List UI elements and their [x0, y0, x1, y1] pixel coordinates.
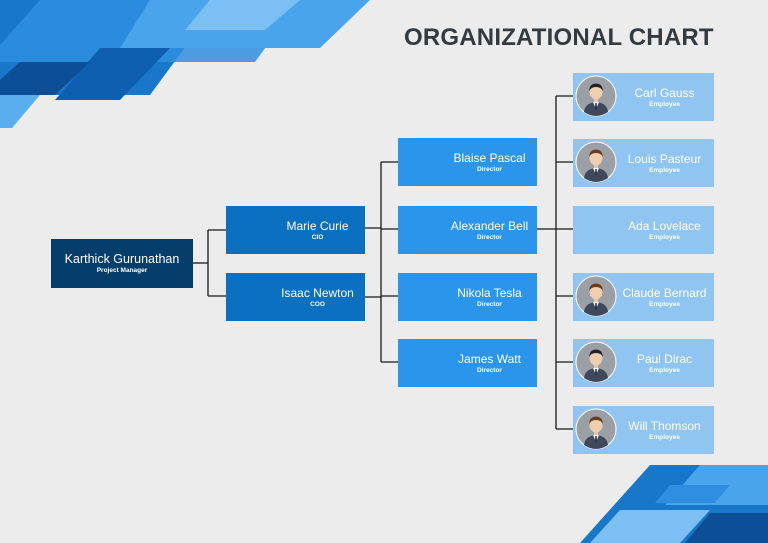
node-employee-louis-pasteur[interactable]: Louis Pasteur Employee [573, 139, 714, 187]
node-role: Employee [649, 300, 680, 308]
node-name: Blaise Pascal [453, 150, 526, 165]
node-name: James Watt [458, 351, 521, 366]
person-avatar-icon [575, 75, 617, 117]
node-role: Employee [649, 433, 680, 441]
node-name: Karthick Gurunathan [64, 252, 180, 266]
node-role: CIO [311, 233, 324, 241]
node-role: Director [477, 233, 502, 241]
person-avatar-icon [575, 341, 617, 383]
node-name: Marie Curie [286, 218, 349, 233]
node-executive-isaac-newton[interactable]: Isaac Newton COO [226, 273, 365, 321]
node-director-blaise-pascal[interactable]: Blaise Pascal Director [398, 138, 537, 186]
node-employee-claude-bernard[interactable]: Claude Bernard Employee [573, 273, 714, 321]
node-role: Employee [649, 366, 680, 374]
node-name: Louis Pasteur [627, 151, 702, 166]
node-role: Project Manager [96, 267, 148, 274]
node-director-james-watt[interactable]: James Watt Director [398, 339, 537, 387]
node-employee-paul-dirac[interactable]: Paul Dirac Employee [573, 339, 714, 387]
person-avatar-icon [575, 408, 617, 450]
node-role: Employee [649, 233, 680, 241]
node-name: Claude Bernard [622, 285, 707, 300]
node-director-nikola-tesla[interactable]: Nikola Tesla Director [398, 273, 537, 321]
node-role: Employee [649, 166, 680, 174]
node-name: Isaac Newton [281, 285, 354, 300]
decorative-blue-shapes-bottom [580, 465, 768, 543]
node-name: Will Thomson [628, 418, 701, 433]
person-avatar-icon [575, 275, 617, 317]
node-employee-will-thomson[interactable]: Will Thomson Employee [573, 406, 714, 454]
node-role: Director [477, 165, 502, 173]
node-employee-carl-gauss[interactable]: Carl Gauss Employee [573, 73, 714, 121]
decorative-blue-shapes-top [0, 0, 370, 128]
node-role: Employee [649, 100, 680, 108]
person-avatar-icon [575, 141, 617, 183]
node-employee-ada-lovelace[interactable]: Ada Lovelace Employee [573, 206, 714, 254]
node-name: Alexander Bell [450, 218, 529, 233]
node-director-alexander-bell[interactable]: Alexander Bell Director [398, 206, 537, 254]
page-title: ORGANIZATIONAL CHART [404, 24, 714, 51]
node-name: Ada Lovelace [628, 218, 701, 233]
node-role: COO [310, 300, 325, 308]
node-executive-marie-curie[interactable]: Marie Curie CIO [226, 206, 365, 254]
node-project-manager[interactable]: Karthick Gurunathan Project Manager [51, 239, 193, 288]
node-name: Nikola Tesla [457, 285, 522, 300]
node-role: Director [477, 300, 502, 308]
node-name: Paul Dirac [636, 351, 693, 366]
node-role: Director [477, 366, 502, 374]
node-name: Carl Gauss [634, 85, 695, 100]
